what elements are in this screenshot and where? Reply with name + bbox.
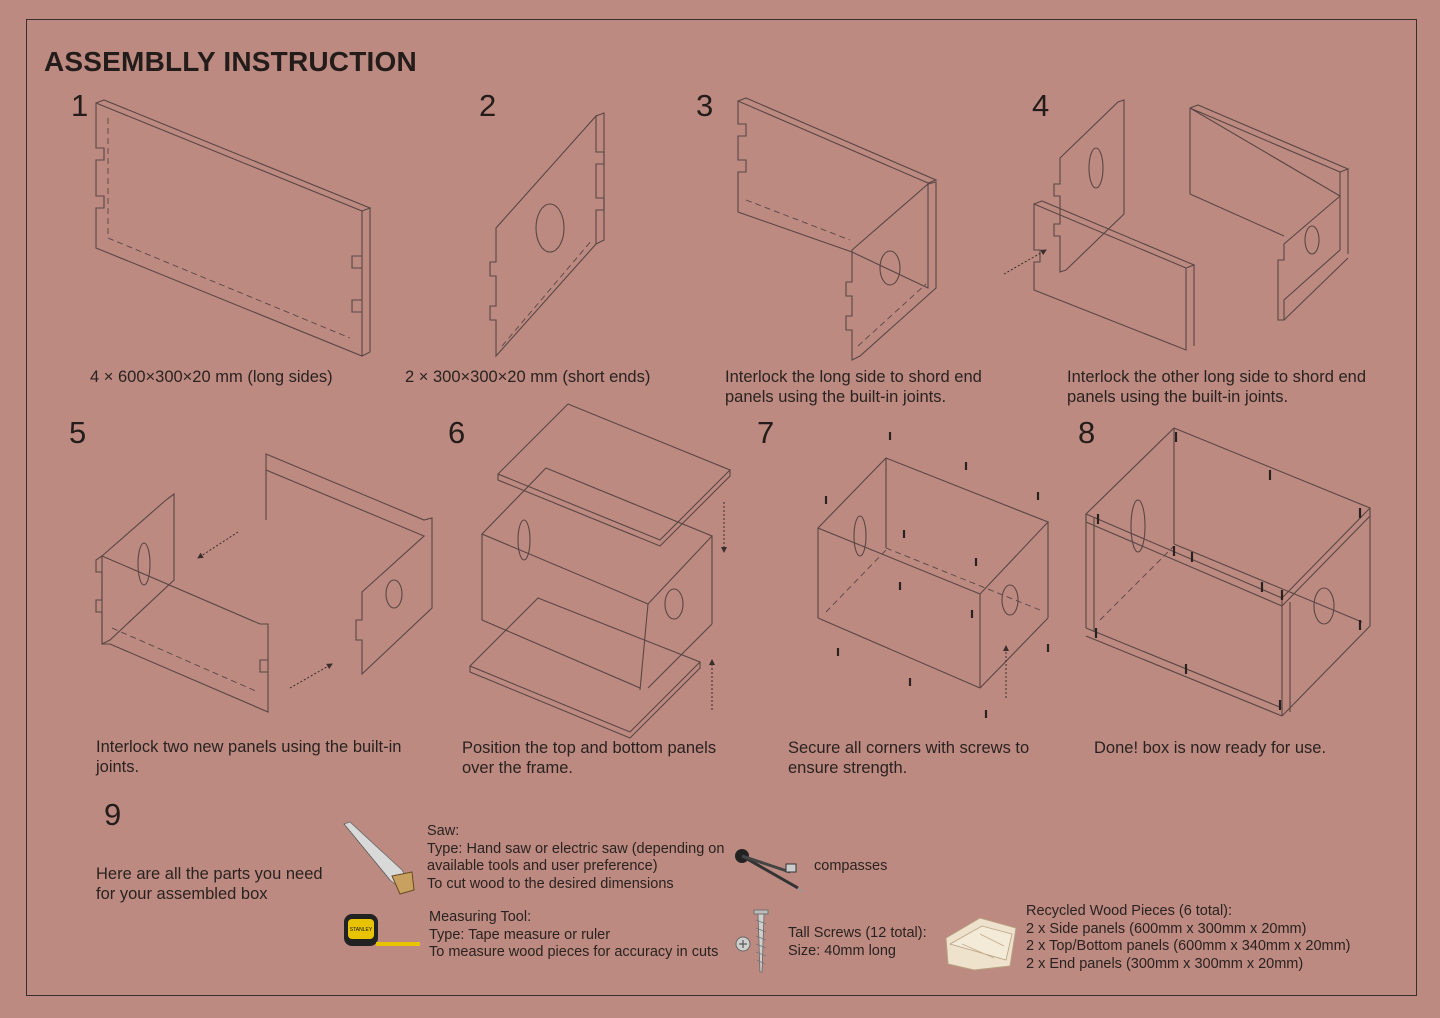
wood-line-3: 2 x End panels (300mm x 300mm x 20mm) bbox=[1026, 955, 1304, 972]
measuring-line-1: Type: Tape measure or ruler bbox=[429, 926, 611, 943]
screw-icon bbox=[735, 909, 769, 973]
wood-description: Recycled Wood Pieces (6 total): 2 x Side… bbox=[1026, 903, 1366, 973]
measuring-description: Measuring Tool: Type: Tape measure or ru… bbox=[429, 909, 729, 962]
step-8-caption: Done! box is now ready for use. bbox=[1094, 739, 1327, 757]
wood-line-2: 2 x Top/Bottom panels (600mm x 340mm x 2… bbox=[1026, 938, 1351, 954]
measuring-line-2: To measure wood pieces for accuracy in c… bbox=[429, 944, 719, 960]
saw-line-1: Type: Hand saw or electric saw (dependin… bbox=[427, 840, 725, 857]
step-1-number: 1 bbox=[71, 88, 89, 123]
screws-description: Tall Screws (12 total): Size: 40mm long bbox=[788, 925, 938, 960]
long-side-panel-drawing bbox=[95, 99, 372, 357]
screws-line-1: Size: 40mm long bbox=[788, 942, 896, 959]
step-7-number: 7 bbox=[757, 415, 775, 450]
step-3-number: 3 bbox=[696, 88, 714, 123]
step-6-drawing bbox=[469, 403, 731, 739]
step-5-drawing bbox=[95, 453, 433, 713]
step-2-number: 2 bbox=[479, 88, 497, 123]
compasses-label: compasses bbox=[814, 858, 888, 874]
step-2-caption: 2 × 300×300×20 mm (short ends) bbox=[405, 368, 651, 386]
step-5-caption: Interlock two new panels using the built… bbox=[96, 738, 402, 776]
step-3-drawing bbox=[737, 97, 938, 361]
step-7-drawing bbox=[817, 432, 1050, 718]
step-5-number: 5 bbox=[69, 415, 87, 450]
saw-description: Saw: Type: Hand saw or electric saw (dep… bbox=[427, 823, 727, 893]
short-end-panel-drawing bbox=[489, 112, 605, 358]
step-4-number: 4 bbox=[1032, 88, 1050, 123]
page-border bbox=[26, 19, 1417, 996]
tape-measure-icon: STANLEY bbox=[344, 914, 420, 946]
step-4-caption: Interlock the other long side to shord e… bbox=[1067, 368, 1367, 406]
step-7-caption: Secure all corners with screws to ensure… bbox=[788, 739, 1030, 777]
step-8-drawing bbox=[1085, 427, 1371, 717]
wood-line-1: 2 x Side panels (600mm x 300mm x 20mm) bbox=[1026, 920, 1307, 937]
parts-intro: Here are all the parts you need for your… bbox=[96, 865, 323, 903]
step-3-caption: Interlock the long side to shord end pan… bbox=[725, 368, 982, 406]
step-4-drawing bbox=[1003, 99, 1350, 351]
wood-title: Recycled Wood Pieces (6 total): bbox=[1026, 903, 1233, 919]
measuring-title: Measuring Tool: bbox=[429, 909, 532, 925]
wood-pieces-icon bbox=[945, 917, 1017, 971]
compasses-icon bbox=[735, 849, 803, 893]
saw-line-3: To cut wood to the desired dimensions bbox=[427, 875, 674, 892]
tape-brand: STANLEY bbox=[350, 927, 373, 933]
step-6-number: 6 bbox=[448, 415, 466, 450]
saw-icon bbox=[343, 821, 415, 895]
screws-title: Tall Screws (12 total): bbox=[788, 925, 927, 941]
saw-title: Saw: bbox=[427, 823, 460, 839]
saw-line-2: available tools and user preference) bbox=[427, 858, 658, 874]
step-6-caption: Position the top and bottom panels over … bbox=[462, 739, 717, 777]
page-title: ASSEMBLLY INSTRUCTION bbox=[44, 46, 417, 77]
step-8-number: 8 bbox=[1078, 415, 1096, 450]
step-9-number: 9 bbox=[104, 797, 122, 832]
step-1-caption: 4 × 600×300×20 mm (long sides) bbox=[90, 368, 333, 386]
